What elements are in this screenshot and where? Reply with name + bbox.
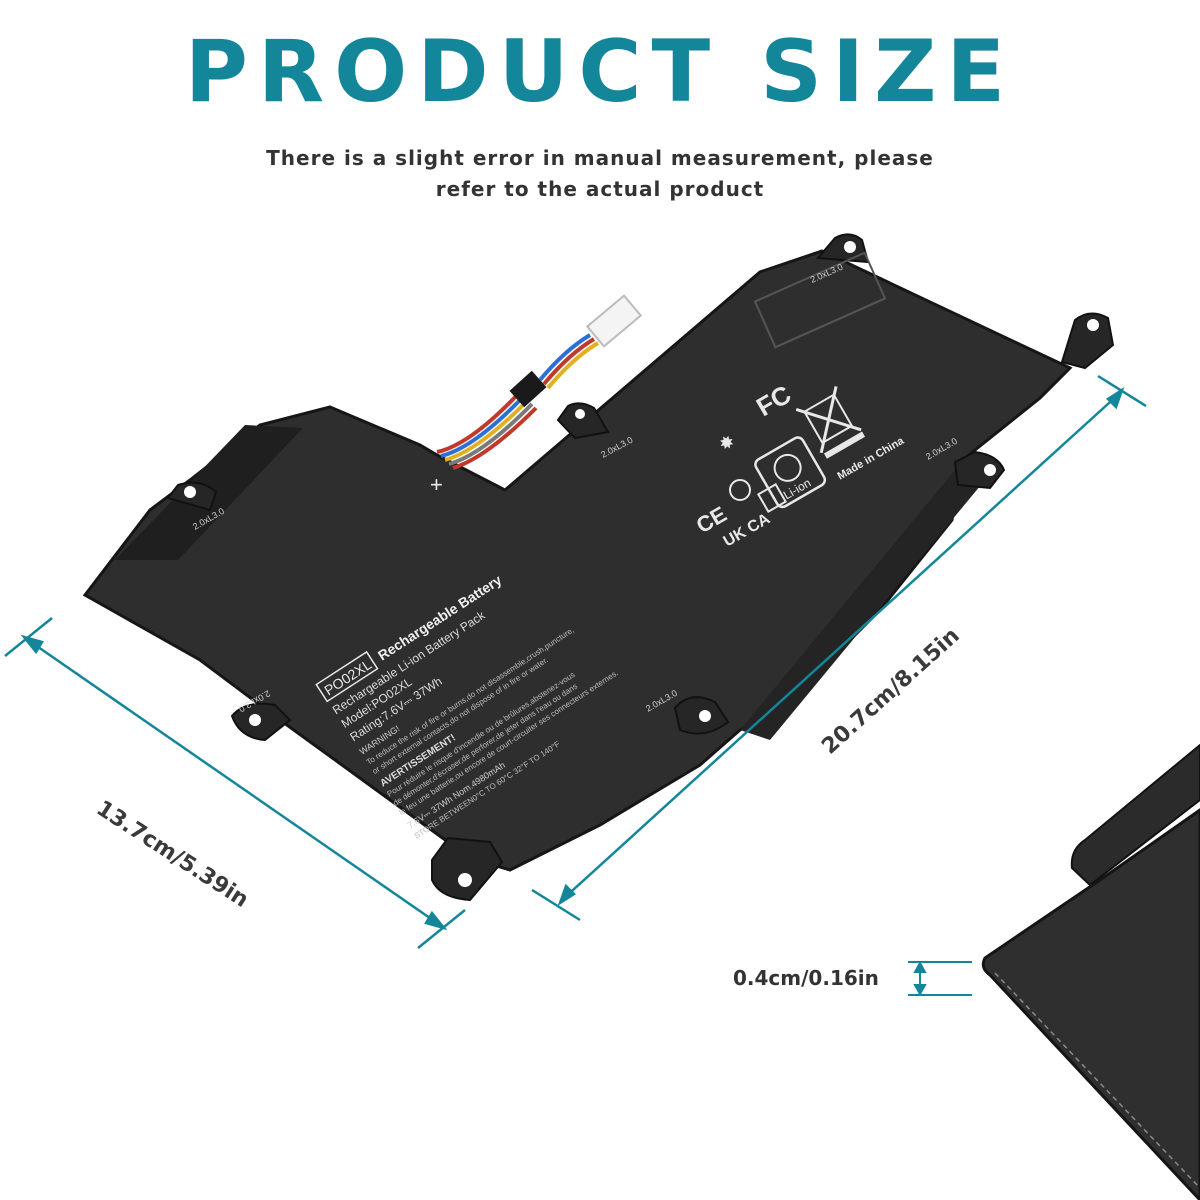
thickness-dimension-label: 0.4cm/0.16in xyxy=(733,966,879,990)
positive-terminal-mark: + xyxy=(430,472,443,497)
battery-connector-cable xyxy=(436,294,643,470)
mount-ear-right-lower xyxy=(953,450,1006,490)
model-badge-box xyxy=(315,650,379,703)
mount-ear-bottom-left xyxy=(230,702,292,742)
subtitle-line-2: refer to the actual product xyxy=(435,177,765,201)
battery-pack: PO02XL Rechargeable Battery Rechargeable… xyxy=(82,233,1115,902)
weee-bin-icon xyxy=(795,386,866,459)
recycle-number-icon xyxy=(729,479,751,501)
recycle-li-ion-icon: Li-ion xyxy=(754,436,827,509)
mount-ear-right xyxy=(1060,312,1115,370)
mount-ear-top xyxy=(815,233,870,264)
right-ledge xyxy=(740,470,985,740)
thickness-inset xyxy=(908,743,1200,1200)
mount-ear-mid xyxy=(556,402,610,440)
mount-ear-bottom xyxy=(673,696,730,735)
mount-ear-left xyxy=(166,481,218,512)
width-dimension xyxy=(4,617,466,949)
label-box xyxy=(753,251,887,349)
width-dimension-label: 13.7cm/5.39in xyxy=(92,796,253,913)
warning-diamond-icon xyxy=(756,482,788,514)
thickness-dimension xyxy=(908,960,972,997)
mount-ear-bottom-corner xyxy=(431,836,504,902)
subtitle-line-1: There is a slight error in manual measur… xyxy=(266,146,934,170)
length-dimension xyxy=(531,374,1147,922)
subtitle: There is a slight error in manual measur… xyxy=(250,143,950,205)
page-title: PRODUCT SIZE xyxy=(184,22,1016,122)
